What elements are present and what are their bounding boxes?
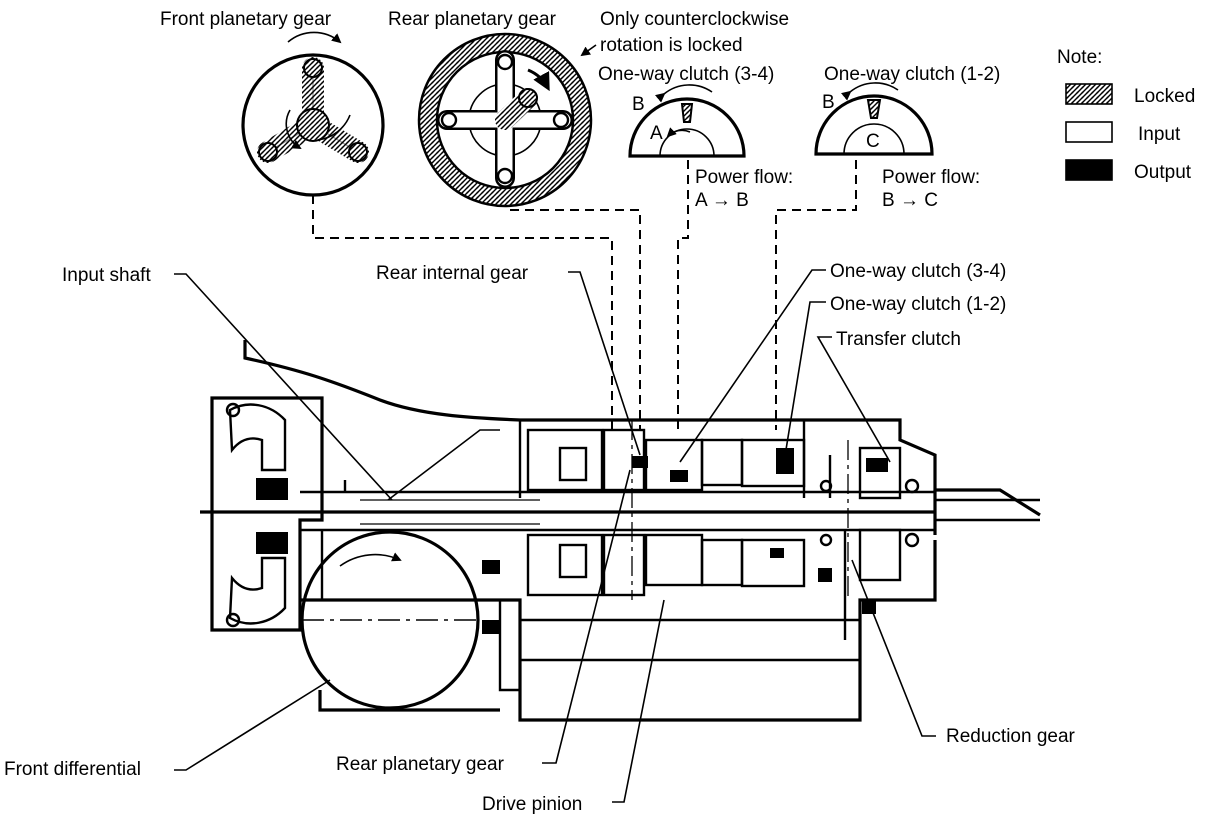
- legend: Note: Locked Input Output: [1057, 47, 1195, 183]
- power-flow-34-title: Power flow:: [695, 167, 793, 188]
- note-locked-line1: Only counterclockwise: [600, 9, 789, 30]
- owc-12-title: One-way clutch (1-2): [824, 64, 1000, 85]
- label-rear-planetary-gear-top: Rear planetary gear: [388, 9, 557, 30]
- power-flow-12-title: Power flow:: [882, 167, 980, 188]
- front-planetary-gear-figure: [241, 31, 385, 197]
- owc-34-label-b: B: [632, 94, 645, 115]
- owc-34-label-a: A: [650, 123, 663, 144]
- callout-rear-internal-gear: Rear internal gear: [376, 263, 529, 284]
- legend-swatch-output: [1065, 159, 1113, 181]
- owc-12-figure: [814, 82, 934, 156]
- owc-34-title: One-way clutch (3-4): [598, 64, 774, 85]
- callout-rear-planetary-gear: Rear planetary gear: [336, 754, 505, 775]
- legend-label-input: Input: [1138, 124, 1181, 145]
- legend-label-locked: Locked: [1134, 86, 1195, 107]
- callout-owc-12: One-way clutch (1-2): [830, 294, 1006, 315]
- callout-front-differential: Front differential: [4, 759, 141, 780]
- note-locked-line2: rotation is locked: [600, 35, 743, 56]
- legend-label-output: Output: [1134, 162, 1192, 183]
- power-flow-34-value: A → B: [695, 190, 749, 211]
- callout-owc-34: One-way clutch (3-4): [830, 261, 1006, 282]
- leader-lines: [174, 269, 936, 803]
- dashed-connectors: [312, 160, 857, 430]
- callout-input-shaft: Input shaft: [62, 265, 151, 286]
- legend-swatch-input: [1065, 121, 1113, 143]
- callout-transfer-clutch: Transfer clutch: [836, 329, 961, 350]
- rear-planetary-gear-figure: [417, 32, 593, 208]
- callout-reduction-gear: Reduction gear: [946, 726, 1076, 747]
- transmission-section: [200, 340, 1041, 722]
- owc-12-label-b: B: [822, 92, 835, 113]
- legend-title: Note:: [1057, 47, 1102, 68]
- callout-drive-pinion: Drive pinion: [482, 794, 582, 815]
- owc-34-figure: [628, 84, 746, 158]
- label-front-planetary-gear: Front planetary gear: [160, 9, 332, 30]
- owc-12-label-c: C: [866, 131, 880, 152]
- legend-swatch-locked: [1065, 83, 1113, 105]
- power-flow-12-value: B → C: [882, 190, 938, 211]
